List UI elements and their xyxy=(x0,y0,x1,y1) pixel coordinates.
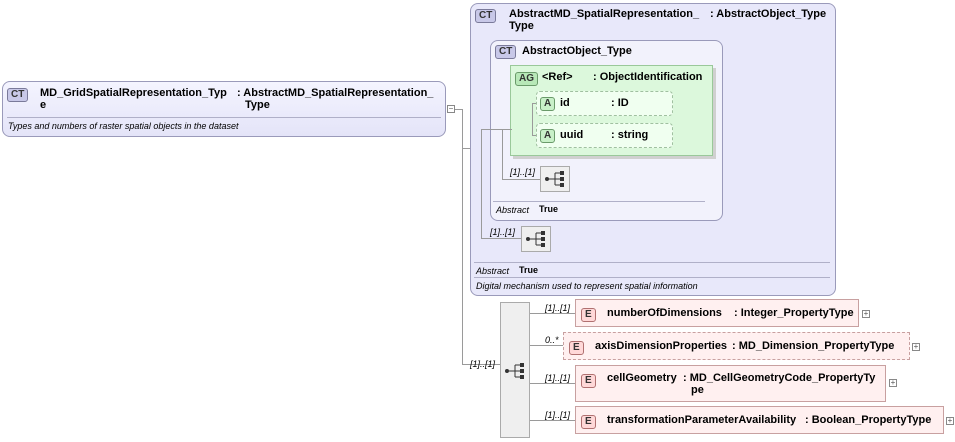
inner-complex-type[interactable]: CT AbstractObject_Type AG <Ref> : Object… xyxy=(490,40,723,221)
element-cardinality: 0..* xyxy=(545,335,559,345)
connector xyxy=(481,238,521,239)
attribute-group[interactable]: AG <Ref> : ObjectIdentification A id : I… xyxy=(510,65,713,156)
element-axisdimensionproperties[interactable]: E axisDimensionProperties : MD_Dimension… xyxy=(563,332,910,360)
sequence-compositor[interactable] xyxy=(540,166,570,192)
connector xyxy=(532,103,533,135)
divider xyxy=(7,117,441,118)
inner-type-name: AbstractObject_Type xyxy=(522,45,632,57)
connector xyxy=(481,129,482,238)
inner-sequence-cardinality: [1]..[1] xyxy=(510,167,536,177)
attribute-name: uuid xyxy=(560,129,584,141)
outer-sequence-cardinality: [1]..[1] xyxy=(490,227,516,237)
element-type-line2: pe xyxy=(691,384,704,396)
connector xyxy=(462,364,500,365)
attribute-id[interactable]: A id : ID xyxy=(536,91,673,116)
outer-abstract-label: Abstract xyxy=(476,266,510,276)
expand-toggle[interactable]: + xyxy=(946,416,954,425)
connector xyxy=(502,129,503,179)
element-badge: E xyxy=(581,415,596,429)
element-transformationparameteravailability[interactable]: E transformationParameterAvailability : … xyxy=(575,406,944,434)
element-cellgeometry[interactable]: E cellGeometry : MD_CellGeometryCode_Pro… xyxy=(575,365,886,402)
expand-toggle[interactable]: + xyxy=(889,378,897,387)
element-name: transformationParameterAvailability xyxy=(607,414,797,426)
attribute-type: : ID xyxy=(611,97,629,109)
main-type-name-line2: e xyxy=(40,99,47,111)
divider xyxy=(474,262,830,263)
element-cardinality: [1]..[1] xyxy=(545,303,571,313)
element-type: : Integer_PropertyType xyxy=(734,307,854,319)
main-type-base-line1: : AbstractMD_SpatialRepresentation_ xyxy=(237,87,434,99)
expand-toggle[interactable]: + xyxy=(862,309,870,318)
connector xyxy=(532,103,538,104)
attribute-name: id xyxy=(560,97,570,109)
element-type: : Boolean_PropertyType xyxy=(805,414,932,426)
connector xyxy=(530,420,575,421)
inner-abstract-label: Abstract xyxy=(496,205,530,215)
attribute-group-name: <Ref> xyxy=(542,71,573,83)
connector xyxy=(530,313,575,314)
element-cardinality: [1]..[1] xyxy=(545,410,571,420)
sequence-compositor[interactable] xyxy=(521,226,551,252)
connector xyxy=(530,383,575,384)
outer-complex-type[interactable]: CT AbstractMD_SpatialRepresentation_ Typ… xyxy=(470,3,836,296)
inner-abstract-value: True xyxy=(539,204,559,214)
main-type-name-line1: MD_GridSpatialRepresentation_Typ xyxy=(40,87,227,99)
element-badge: E xyxy=(581,308,596,322)
attribute-badge: A xyxy=(540,97,556,111)
element-numberofdimensions[interactable]: E numberOfDimensions : Integer_PropertyT… xyxy=(575,299,859,327)
element-type: : MD_Dimension_PropertyType xyxy=(732,340,895,352)
connector xyxy=(502,179,541,180)
attribute-type: : string xyxy=(611,129,649,141)
attribute-uuid[interactable]: A uuid : string xyxy=(536,123,673,148)
main-complex-type[interactable]: CT MD_GridSpatialRepresentation_Typ e : … xyxy=(2,81,446,137)
attribute-group-badge: AG xyxy=(515,72,538,86)
sequence-icon xyxy=(526,231,545,247)
connector xyxy=(481,129,511,130)
collapse-toggle[interactable]: − xyxy=(447,104,455,113)
sequence-compositor[interactable] xyxy=(500,302,530,438)
element-name: axisDimensionProperties xyxy=(595,340,728,352)
connector xyxy=(462,148,472,149)
connector xyxy=(462,109,463,365)
element-cardinality: [1]..[1] xyxy=(545,373,571,383)
element-badge: E xyxy=(581,374,596,388)
outer-type-name-line1: AbstractMD_SpatialRepresentation_ xyxy=(509,8,700,20)
complex-type-badge: CT xyxy=(7,88,29,102)
main-type-documentation: Types and numbers of raster spatial obje… xyxy=(8,121,239,131)
divider xyxy=(474,277,830,278)
outer-type-name-line2: Type xyxy=(509,20,534,32)
connector xyxy=(455,109,463,110)
attribute-badge: A xyxy=(540,129,556,143)
attribute-group-type: : ObjectIdentification xyxy=(593,71,703,83)
complex-type-badge: CT xyxy=(495,45,517,59)
element-name: numberOfDimensions xyxy=(607,307,722,319)
connector xyxy=(532,135,538,136)
divider xyxy=(493,201,705,202)
complex-type-badge: CT xyxy=(475,9,497,23)
element-name: cellGeometry xyxy=(607,372,677,384)
main-type-base-line2: Type xyxy=(245,99,270,111)
element-badge: E xyxy=(569,341,584,355)
outer-abstract-value: True xyxy=(519,265,539,275)
sequence-icon xyxy=(545,171,564,187)
sequence-icon xyxy=(505,363,524,379)
main-sequence-cardinality: [1]..[1] xyxy=(470,359,496,369)
expand-toggle[interactable]: + xyxy=(912,342,920,351)
element-type-line1: : MD_CellGeometryCode_PropertyTy xyxy=(683,372,876,384)
outer-type-documentation: Digital mechanism used to represent spat… xyxy=(476,281,698,291)
connector xyxy=(530,345,563,346)
outer-type-base: : AbstractObject_Type xyxy=(710,8,827,20)
